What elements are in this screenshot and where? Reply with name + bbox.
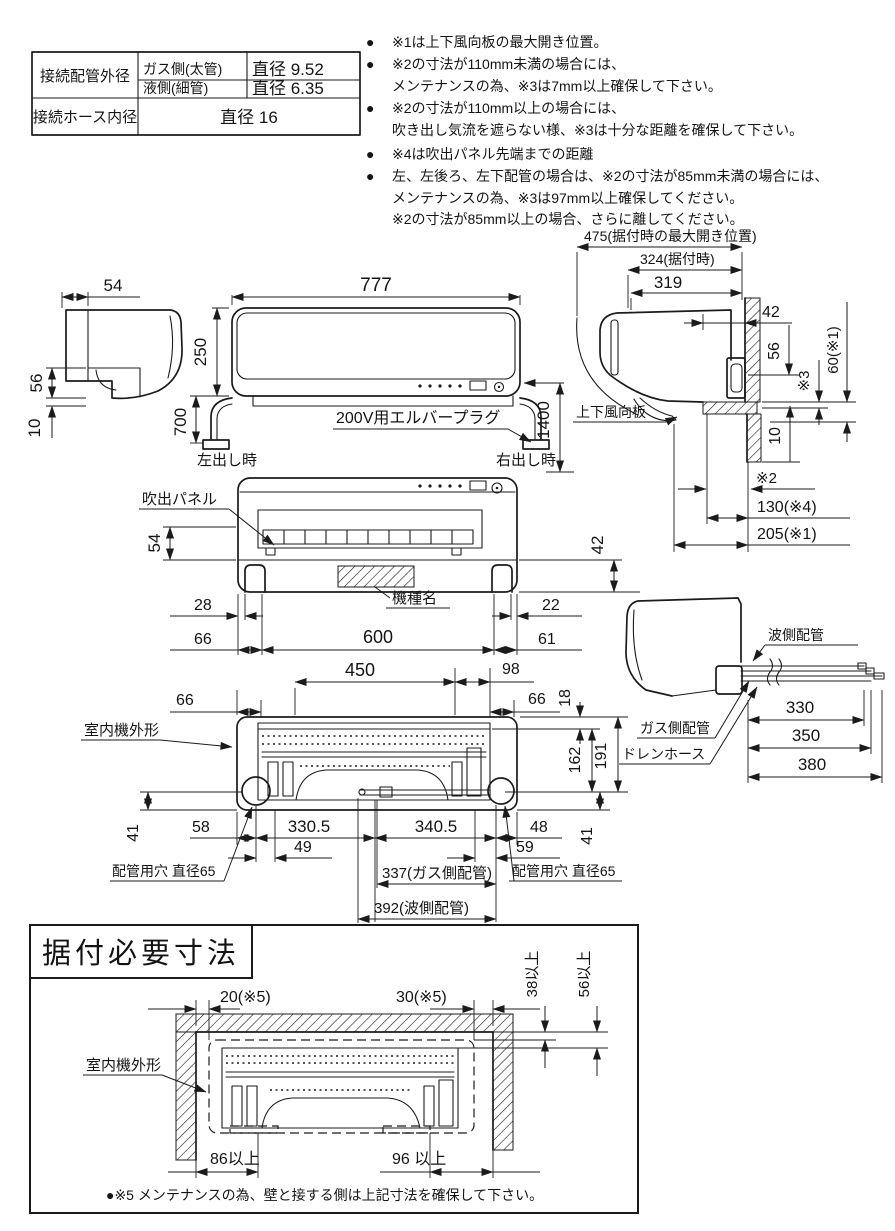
dim-392-liquid-pipe: 392(波側配管) [374, 900, 469, 917]
dim-20-ref5: 20(※5) [220, 989, 271, 1006]
table-liquid-label: 液側(細管) [143, 80, 208, 96]
pipe-spec-table: 接続配管外径 ガス側(太管) 直径 9.52 液側(細管) 直径 6.35 接続… [31, 51, 361, 136]
side-view-left: 54 56 10 [25, 276, 183, 438]
dim-66-plate-left: 66 [176, 692, 194, 709]
piping-side-view: 波側配管 ガス側配管 ドレンホース 330 350 380 [619, 597, 885, 783]
label-model-name: 機種名 [392, 590, 437, 607]
dim-1400-right: 1400 [534, 401, 553, 439]
label-pipe-hole-left: 配管用穴 直径65 [112, 863, 216, 879]
table-liquid-diameter: 直径 6.35 [252, 79, 324, 98]
dim-54-side: 54 [104, 276, 123, 295]
dim-205-ref1: 205(※1) [757, 526, 817, 543]
dim-777-width: 777 [360, 275, 392, 296]
note-text: ※4は吹出パネル先端までの距離 [392, 146, 594, 162]
dim-56-min: 56以上 [576, 951, 593, 998]
dim-450-plate: 450 [345, 660, 375, 680]
dim-48-plate: 48 [530, 819, 548, 836]
label-unit-outline-install: 室内機外形 [86, 1057, 161, 1074]
note-text: ※2の寸法が110mm未満の場合には、 [392, 56, 625, 72]
table-hose-label: 接続ホース内径 [33, 109, 137, 126]
note-text: ※2の寸法が85mm以上の場合、さらに離してください。 [392, 211, 744, 227]
label-right-outlet: 右出し時 [496, 452, 556, 469]
dim-10-wall: 10 [767, 427, 784, 445]
note-text: メンテナンスの為、※3は97mm以上確保してください。 [392, 190, 743, 206]
note-bullet: ● [366, 168, 374, 184]
dim-58-plate: 58 [192, 819, 210, 836]
dim-330-pipe: 330 [786, 698, 814, 717]
dim-66-left: 66 [194, 631, 212, 648]
dim-700-left: 700 [171, 408, 190, 436]
dim-191-plate: 191 [593, 743, 610, 770]
dim-130-ref4: 130(※4) [757, 499, 817, 516]
dim-96-min: 96 以上 [392, 1150, 446, 1168]
table-gas-diameter: 直径 9.52 [252, 60, 324, 79]
dim-22-right-foot: 22 [542, 597, 560, 614]
note-text: 吹き出し気流を遮らない様、※3は十分な距離を確保して下さい。 [392, 122, 803, 138]
dim-28-left-foot: 28 [194, 597, 212, 614]
label-gas-pipe: ガス側配管 [640, 720, 710, 736]
notes-list: ● ※1は上下風向板の最大開き位置。 ● ※2の寸法が110mm未満の場合には、… [366, 34, 828, 227]
dim-86-min: 86以上 [210, 1150, 260, 1168]
dim-337-gas-pipe: 337(ガス側配管) [382, 865, 492, 882]
dim-ref3: ※3 [796, 371, 813, 392]
label-airflow-flap: 上下風向板 [576, 404, 646, 420]
note-text: メンテナンスの為、※3は7mm以上確保して下さい。 [392, 78, 722, 94]
dim-600-feet-span: 600 [363, 627, 393, 647]
note-bullet: ● [366, 100, 374, 116]
dim-18-plate: 18 [557, 689, 574, 707]
note-text: 左、左後ろ、左下配管の場合は、※2の寸法が85mm未満の場合には、 [392, 168, 828, 184]
front-view: 777 250 700 左出し時 右出し時 1400 200V用エルバープラグ [171, 275, 574, 473]
dim-41-plate-right: 41 [579, 827, 596, 845]
dim-61-right: 61 [538, 631, 556, 648]
dim-41-plate-left: 41 [125, 824, 142, 842]
note-bullet: ● [366, 34, 374, 50]
dim-162-plate: 162 [567, 747, 584, 774]
label-pipe-hole-right: 配管用穴 直径65 [512, 863, 616, 879]
install-clearance-section: 据付必要寸法 20(※5) 30(※5) 38以上 56以上 室内機外形 86以… [29, 924, 639, 1214]
table-hose-diameter: 直径 16 [220, 108, 278, 127]
dim-30-ref5: 30(※5) [396, 989, 447, 1006]
dim-59-plate: 59 [516, 839, 534, 856]
dim-56-wall: 56 [766, 342, 783, 360]
label-unit-outline: 室内機外形 [84, 722, 159, 739]
dim-60-ref1: 60(※1) [825, 326, 842, 374]
dim-10-side: 10 [25, 419, 44, 438]
dim-66-plate-right: 66 [528, 691, 546, 708]
section-title: 据付必要寸法 [42, 937, 240, 970]
dim-324-installed: 324(据付時) [640, 251, 715, 267]
dim-54-panel: 54 [145, 534, 164, 553]
dim-42-bottom: 42 [588, 536, 607, 555]
dim-475-max-open: 475(据付時の最大開き位置) [584, 228, 757, 244]
dim-330-5-plate: 330.5 [288, 817, 331, 836]
dim-350-pipe: 350 [792, 726, 820, 745]
dim-250-height: 250 [191, 338, 210, 366]
wall-side-view: 475(据付時の最大開き位置) 324(据付時) 319 42 56 ※3 60… [573, 228, 856, 552]
dim-340-5-plate: 340.5 [415, 817, 458, 836]
dim-56-side: 56 [27, 374, 46, 393]
dim-ref2: ※2 [756, 470, 777, 487]
dim-380-pipe: 380 [798, 755, 826, 774]
note-text: ※1は上下風向板の最大開き位置。 [392, 34, 608, 50]
table-pipe-outer-label: 接続配管外径 [40, 68, 130, 85]
plate-view: 室内機外形 450 98 66 66 18 162 191 41 41 58 3… [81, 660, 628, 923]
label-liquid-pipe: 波側配管 [768, 627, 824, 643]
label-drain-hose: ドレンホース [622, 746, 705, 762]
note-text: ※2の寸法が110mm以上の場合には、 [392, 100, 625, 116]
install-footnote: ●※5 メンテナンスの為、壁と接する側は上記寸法を確保して下さい。 [106, 1187, 543, 1203]
table-gas-label: ガス側(太管) [143, 61, 222, 77]
dim-42-wall-gap: 42 [762, 304, 780, 321]
label-power-plug: 200V用エルバープラグ [336, 409, 500, 427]
dim-98-plate: 98 [502, 661, 520, 678]
label-left-outlet: 左出し時 [197, 452, 257, 469]
dim-49-plate: 49 [294, 839, 312, 856]
label-blowout-panel: 吹出パネル [142, 491, 217, 508]
note-bullet: ● [366, 146, 374, 162]
rear-view: 機種名 吹出パネル 54 42 28 66 600 61 22 [139, 477, 640, 655]
dim-319-depth: 319 [654, 273, 682, 292]
note-bullet: ● [366, 56, 374, 72]
dim-38-min: 38以上 [524, 951, 541, 998]
